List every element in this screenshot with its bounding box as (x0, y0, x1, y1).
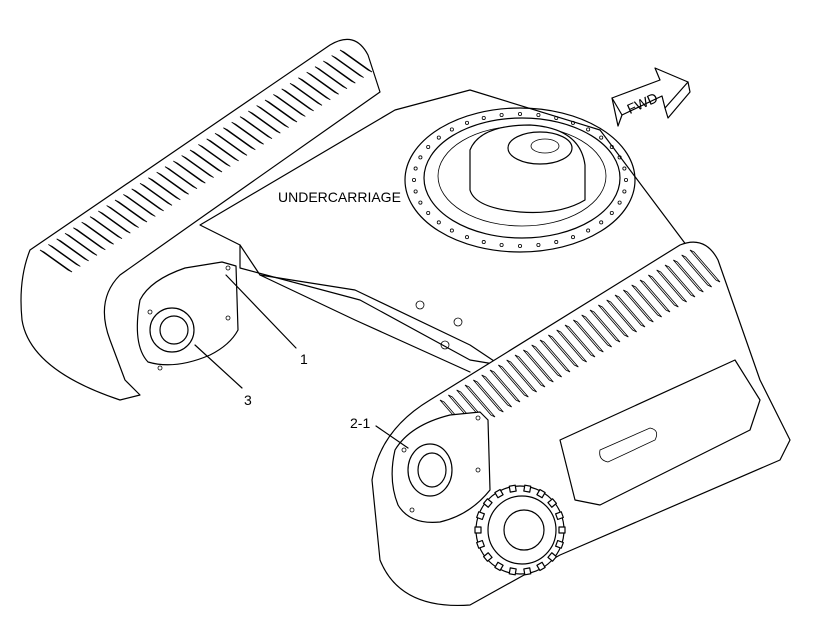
car-body-frame (199, 89, 691, 373)
left-track (20, 38, 381, 401)
right-track (371, 241, 791, 607)
left-idler-cover (136, 261, 239, 366)
callout-label-3: 3 (244, 392, 252, 408)
right-idler-cover (391, 411, 491, 523)
callout-2-1: 2-1 (350, 415, 409, 449)
forward-direction-arrow: FWD (611, 67, 691, 127)
sprocket (474, 484, 566, 576)
swing-ring-bolts (411, 112, 629, 248)
diagram-title: UNDERCARRIAGE (278, 189, 401, 205)
callout-1: 1 (225, 274, 308, 367)
callout-3: 3 (194, 344, 252, 408)
callout-label-2-1: 2-1 (350, 415, 370, 431)
callout-label-1: 1 (300, 351, 308, 367)
left-track-shoes (39, 49, 373, 273)
